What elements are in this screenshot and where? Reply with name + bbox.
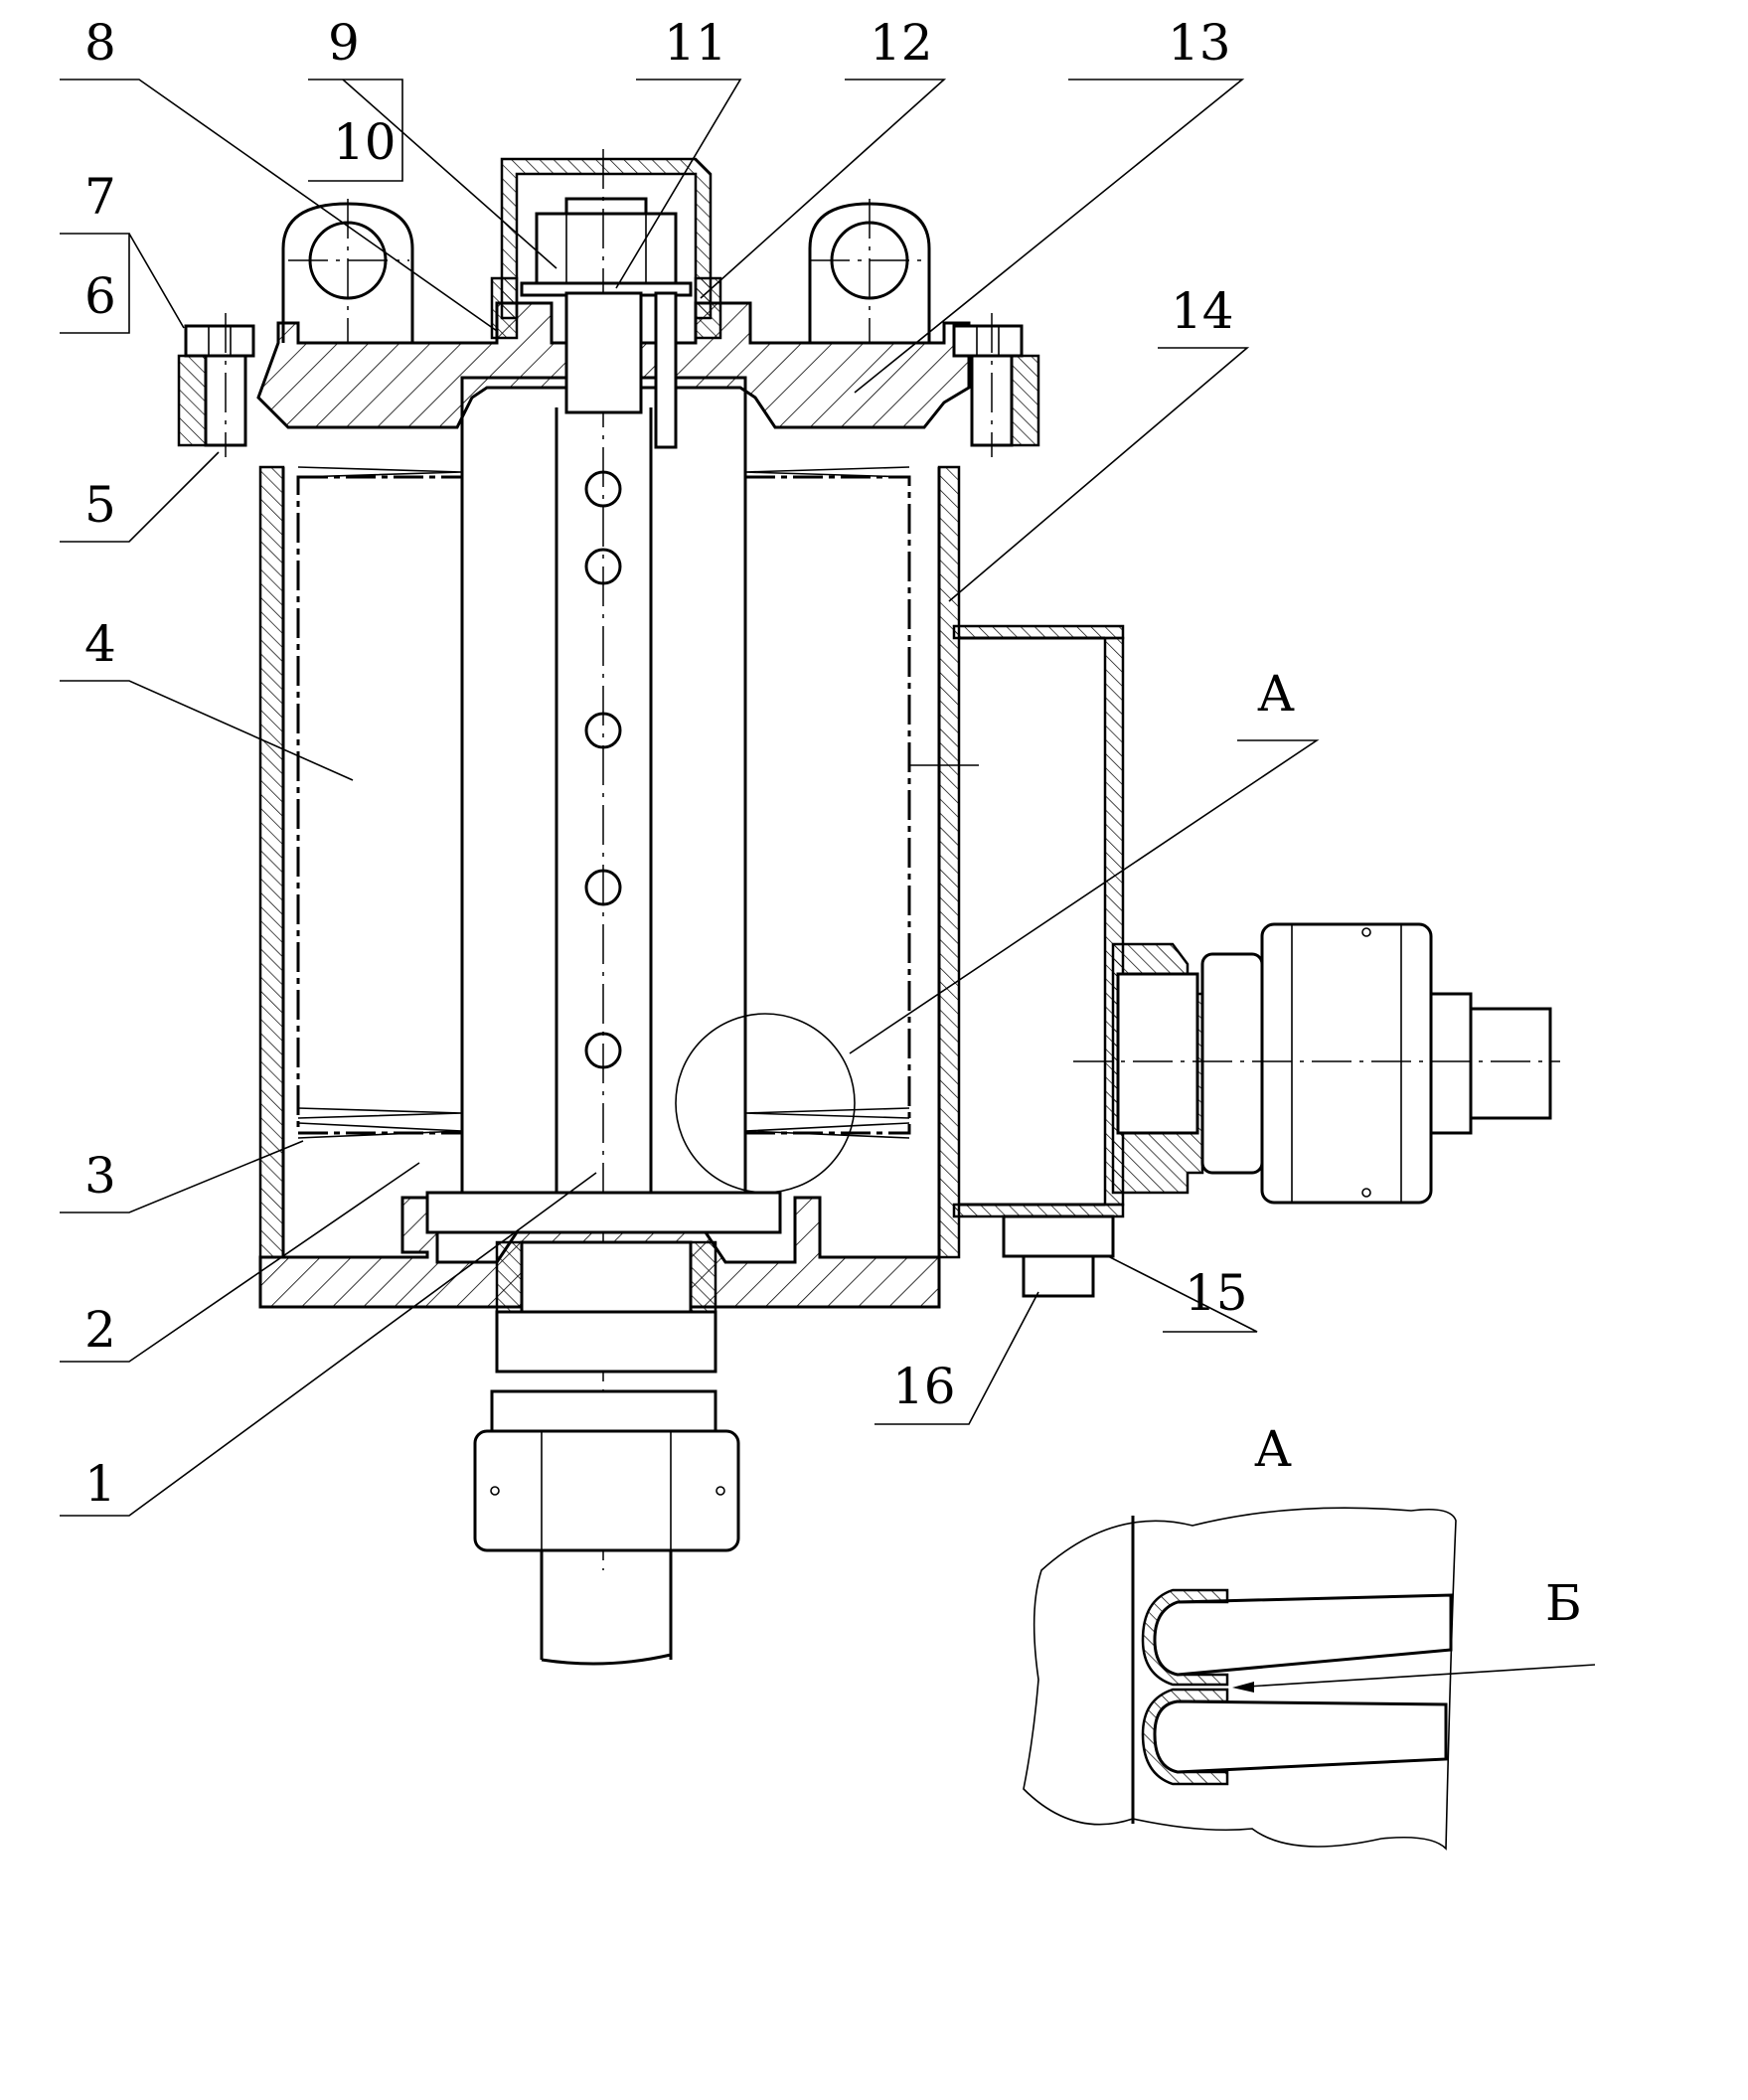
label-9: 9 xyxy=(328,14,360,72)
label-15: 15 xyxy=(1185,1264,1248,1322)
detail-view-a: А Б xyxy=(1023,1420,1596,1851)
label-2: 2 xyxy=(84,1301,116,1359)
part-labels: 1 2 3 4 5 6 7 8 9 10 11 12 13 14 15 16 А xyxy=(84,14,1295,1513)
label-10: 10 xyxy=(333,113,397,171)
detail-marker-b: Б xyxy=(1545,1574,1582,1632)
bottom-outlet xyxy=(473,1240,740,1666)
label-4: 4 xyxy=(84,615,116,673)
label-14: 14 xyxy=(1171,282,1234,340)
bolt-left xyxy=(177,313,255,457)
detail-title: А xyxy=(1254,1420,1292,1478)
lifting-eye-right xyxy=(808,199,931,343)
side-outlet-box xyxy=(952,624,1560,1298)
detail-circle-a xyxy=(675,1013,856,1194)
view-label-a: А xyxy=(1257,665,1295,723)
label-5: 5 xyxy=(84,476,116,534)
bolt-right xyxy=(952,313,1040,457)
filter-element-left xyxy=(296,466,464,1139)
outer-housing xyxy=(258,465,285,1259)
label-3: 3 xyxy=(84,1147,116,1205)
label-13: 13 xyxy=(1168,14,1231,72)
label-6: 6 xyxy=(84,267,116,325)
label-1: 1 xyxy=(84,1455,116,1513)
label-7: 7 xyxy=(84,168,116,226)
lifting-eye-left xyxy=(281,199,414,343)
central-tube xyxy=(425,149,782,1570)
label-12: 12 xyxy=(870,14,933,72)
label-8: 8 xyxy=(84,14,116,72)
label-11: 11 xyxy=(664,14,727,72)
filter-assembly xyxy=(177,149,1560,1666)
label-16: 16 xyxy=(892,1358,956,1415)
leader-lines xyxy=(60,79,1320,1517)
